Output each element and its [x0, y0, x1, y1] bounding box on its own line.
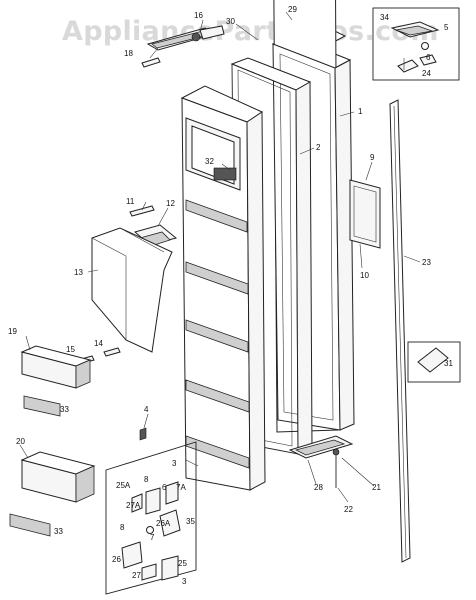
handle-bracket	[349, 179, 381, 249]
callout-16: 16	[194, 11, 203, 20]
callout-21: 21	[372, 483, 381, 492]
callout-6: 6	[426, 53, 431, 62]
callout-11: 11	[126, 197, 135, 206]
callout-3: 3	[172, 459, 177, 468]
callout-33-upper: 33	[60, 405, 69, 414]
door-shelf-upper	[20, 345, 92, 389]
callout-8-lower: 8	[120, 523, 125, 532]
callout-35: 35	[186, 517, 195, 526]
callout-labels: 16 18 30 29 34 5 6 24 1 2 32 9 11 12 13 …	[8, 5, 453, 586]
callout-30: 30	[226, 17, 235, 26]
callout-22: 22	[344, 505, 353, 514]
callout-8-upper: 8	[144, 475, 149, 484]
inset-bracket-box	[407, 341, 461, 383]
callout-18: 18	[124, 49, 133, 58]
callout-26: 26	[112, 555, 121, 564]
ice-bin-assembly	[91, 205, 178, 353]
outer-door-panel	[271, 0, 355, 433]
inset-hinge-kit-box	[105, 441, 197, 595]
callout-2: 2	[316, 143, 321, 152]
callout-6-inset: 6	[162, 483, 167, 492]
callout-19: 19	[8, 327, 17, 336]
shelf-trim-lower	[9, 513, 51, 537]
callout-32: 32	[205, 157, 214, 166]
callout-13: 13	[74, 268, 83, 277]
callout-4: 4	[144, 405, 149, 414]
callout-28: 28	[314, 483, 323, 492]
callout-31: 31	[444, 359, 453, 368]
screw	[139, 427, 147, 441]
inset-hinge-box	[372, 7, 460, 81]
callout-20: 20	[16, 437, 25, 446]
callout-1: 1	[358, 107, 363, 116]
leader-lines	[19, 11, 421, 503]
callout-27: 27	[132, 571, 141, 580]
callout-7: 7	[150, 533, 155, 542]
watermark: AppliancePartsPros.com	[62, 16, 439, 47]
callout-29: 29	[288, 5, 297, 14]
shelf-trim-upper	[23, 395, 61, 417]
callout-15: 15	[66, 345, 75, 354]
callout-25A: 25A	[116, 481, 131, 490]
callout-5: 5	[444, 23, 449, 32]
callout-7A: 7A	[176, 483, 186, 492]
callout-9: 9	[370, 153, 375, 162]
door-shelf-lower	[20, 451, 96, 503]
callout-23: 23	[422, 258, 431, 267]
callout-24: 24	[422, 69, 431, 78]
door-liner	[180, 85, 266, 491]
callout-12: 12	[166, 199, 175, 208]
callout-3-inset: 3	[182, 577, 187, 586]
callout-34: 34	[380, 13, 389, 22]
bottom-hinge-assembly	[288, 435, 354, 488]
side-trim-strip	[389, 99, 411, 563]
top-hinge-assembly	[141, 25, 225, 68]
callout-25: 25	[178, 559, 187, 568]
callout-14: 14	[94, 339, 103, 348]
callout-10: 10	[360, 271, 369, 280]
callout-26A: 26A	[156, 519, 171, 528]
callout-33-lower: 33	[54, 527, 63, 536]
callout-27A: 27A	[126, 501, 141, 510]
